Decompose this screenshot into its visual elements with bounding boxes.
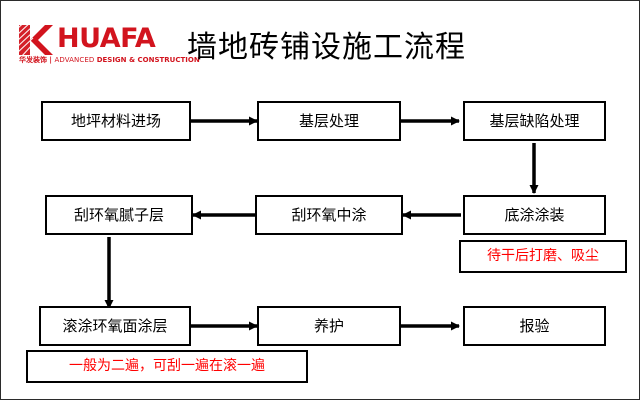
flow-node-primer-coating[interactable]: 底涂涂装 bbox=[463, 195, 606, 235]
flow-node-curing[interactable]: 养护 bbox=[257, 306, 401, 346]
slide-header: HUAFA 华发装饰 | ADVANCED DESIGN & CONSTRUCT… bbox=[1, 11, 639, 73]
page-title: 墙地砖铺设施工流程 bbox=[187, 30, 466, 65]
logo-subtitle-separator: | bbox=[47, 56, 55, 64]
logo-wordmark: HUAFA bbox=[57, 23, 156, 54]
company-logo: HUAFA 华发装饰 | ADVANCED DESIGN & CONSTRUCT… bbox=[19, 23, 200, 69]
flow-node-material-entry[interactable]: 地坪材料进场 bbox=[41, 101, 191, 141]
flow-node-epoxy-mid-coat[interactable]: 刮环氧中涂 bbox=[255, 195, 403, 235]
flow-node-inspection[interactable]: 报验 bbox=[463, 306, 606, 346]
logo-subtitle-en-bold: DESIGN & CONSTRUCTION bbox=[96, 56, 200, 64]
flow-node-base-treatment[interactable]: 基层处理 bbox=[257, 101, 401, 141]
huafa-k-logo-mark-icon bbox=[19, 25, 53, 55]
flow-node-base-defect-treatment[interactable]: 基层缺陷处理 bbox=[463, 101, 606, 141]
note-sanding-vacuum: 待干后打磨、吸尘 bbox=[459, 240, 627, 273]
flow-node-epoxy-top-coat-roll[interactable]: 滚涂环氧面涂层 bbox=[39, 306, 191, 346]
logo-subtitle: 华发装饰 | ADVANCED DESIGN & CONSTRUCTION bbox=[19, 56, 200, 65]
logo-subtitle-en-thin: ADVANCED bbox=[54, 56, 97, 64]
flow-node-epoxy-putty-layer[interactable]: 刮环氧腻子层 bbox=[45, 195, 193, 235]
note-two-passes: 一般为二遍，可刮一遍在滚一遍 bbox=[26, 350, 308, 383]
logo-subtitle-cn: 华发装饰 bbox=[19, 56, 47, 64]
